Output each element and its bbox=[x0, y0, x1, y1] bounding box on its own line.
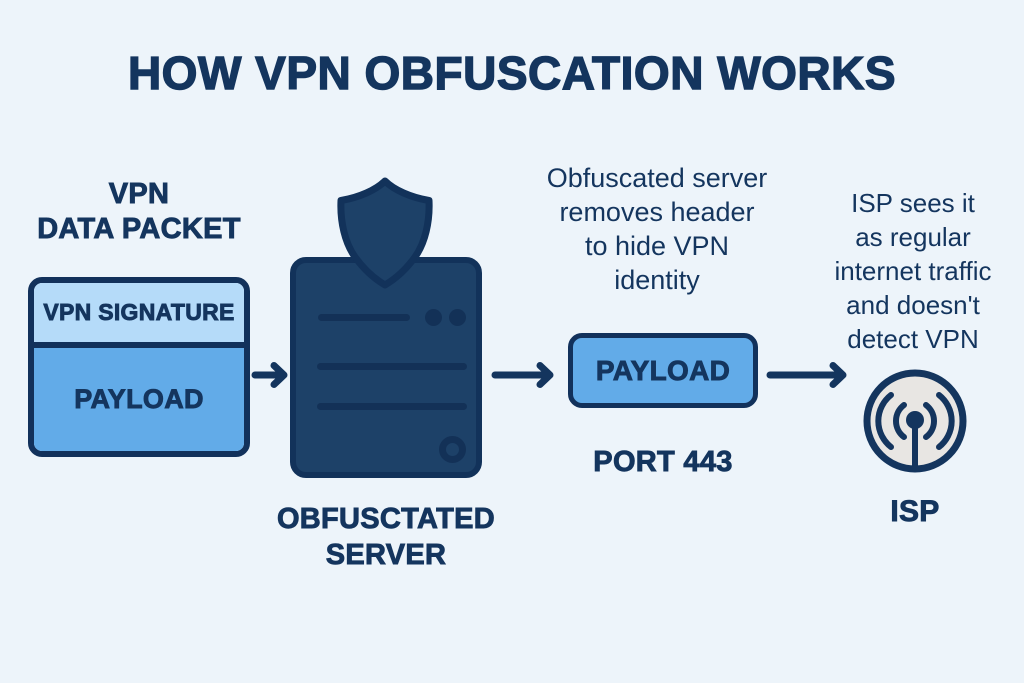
shield-icon bbox=[332, 176, 438, 295]
payload-box: PAYLOAD bbox=[568, 333, 758, 408]
obfuscation-note-line: Obfuscated server bbox=[546, 163, 768, 193]
arrow-right-icon bbox=[251, 362, 289, 388]
vpn-data-packet-label: VPN DATA PACKET bbox=[8, 177, 270, 247]
isp-note-line: and doesn't bbox=[846, 290, 980, 320]
server-slot-line bbox=[317, 363, 467, 370]
isp-note-line: ISP sees it bbox=[851, 188, 975, 218]
isp-note-line: detect VPN bbox=[847, 324, 979, 354]
arrow-right-icon bbox=[491, 362, 555, 388]
server-slot-line bbox=[318, 314, 410, 321]
page-title: HOW VPN OBFUSCATION WORKS bbox=[127, 46, 897, 99]
isp-note-line: internet traffic bbox=[834, 256, 992, 286]
isp-note: ISP sees it as regular internet traffic … bbox=[810, 186, 1016, 356]
vpn-signature-section: VPN SIGNATURE bbox=[34, 283, 244, 348]
server-led-dot bbox=[449, 309, 466, 326]
obfuscation-note-line: to hide VPN bbox=[584, 231, 730, 261]
server-label: OBFUSCTATED SERVER bbox=[266, 501, 506, 573]
packet-payload-section: PAYLOAD bbox=[34, 348, 244, 451]
server-label-line1: OBFUSCTATED bbox=[276, 503, 496, 536]
server-slot-line bbox=[317, 403, 467, 410]
obfuscation-note-line: identity bbox=[614, 265, 700, 295]
isp-antenna-icon bbox=[860, 366, 970, 483]
arrow-right-icon bbox=[766, 362, 848, 388]
vpn-data-packet-label-line1: VPN bbox=[108, 178, 170, 211]
isp-note-line: as regular bbox=[855, 222, 971, 252]
isp-label: ISP bbox=[890, 495, 940, 529]
vpn-data-packet-label-line2: DATA PACKET bbox=[37, 213, 241, 246]
obfuscation-note-line: removes header bbox=[559, 197, 755, 227]
server-power-ring bbox=[439, 436, 466, 463]
vpn-data-packet: VPN SIGNATURE PAYLOAD bbox=[28, 277, 250, 457]
server-icon bbox=[290, 257, 482, 478]
obfuscation-note: Obfuscated server removes header to hide… bbox=[537, 161, 777, 297]
server-led-dot bbox=[425, 309, 442, 326]
server-label-line2: SERVER bbox=[325, 539, 447, 572]
port-label: PORT 443 bbox=[593, 446, 733, 479]
